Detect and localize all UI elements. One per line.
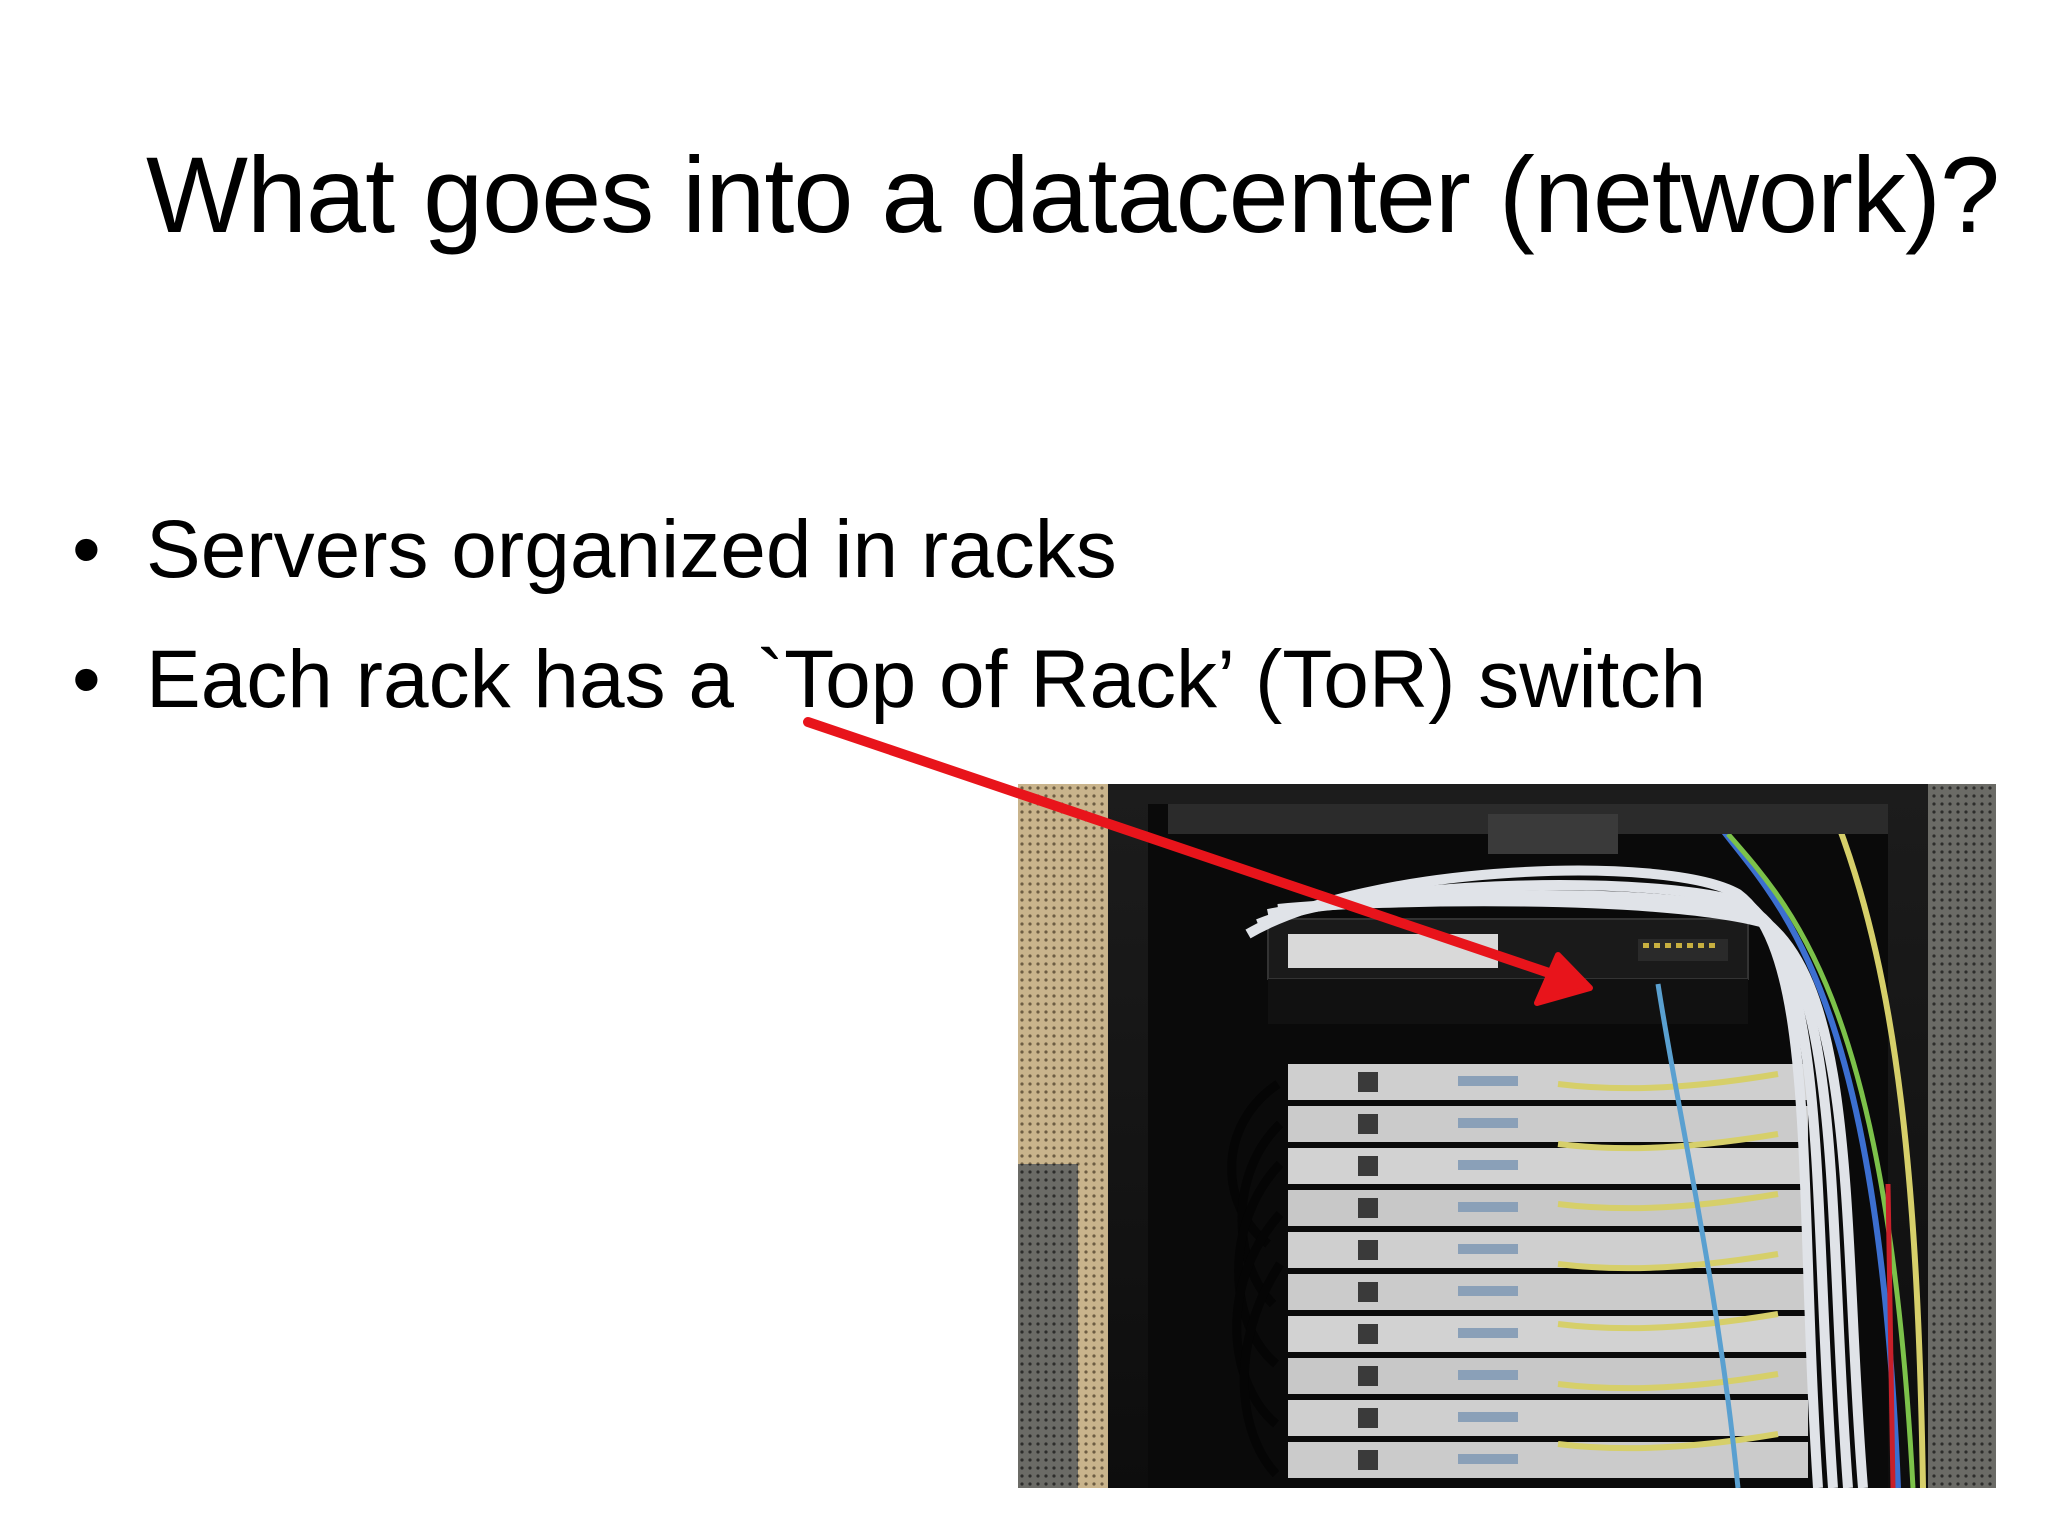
bullet-list: • Servers organized in racks • Each rack… [62, 485, 1706, 745]
bullet-text: Each rack has a `Top of Rack’ (ToR) swit… [146, 634, 1707, 725]
server-rack-photo [1018, 784, 1996, 1488]
bullet-dot: • [72, 504, 101, 595]
bullet-text: Servers organized in racks [146, 504, 1117, 595]
bullet-item: • Each rack has a `Top of Rack’ (ToR) sw… [62, 615, 1706, 745]
slide-title: What goes into a datacenter (network)? [146, 134, 2000, 255]
bullet-dot: • [72, 634, 101, 725]
bullet-item: • Servers organized in racks [62, 485, 1706, 615]
